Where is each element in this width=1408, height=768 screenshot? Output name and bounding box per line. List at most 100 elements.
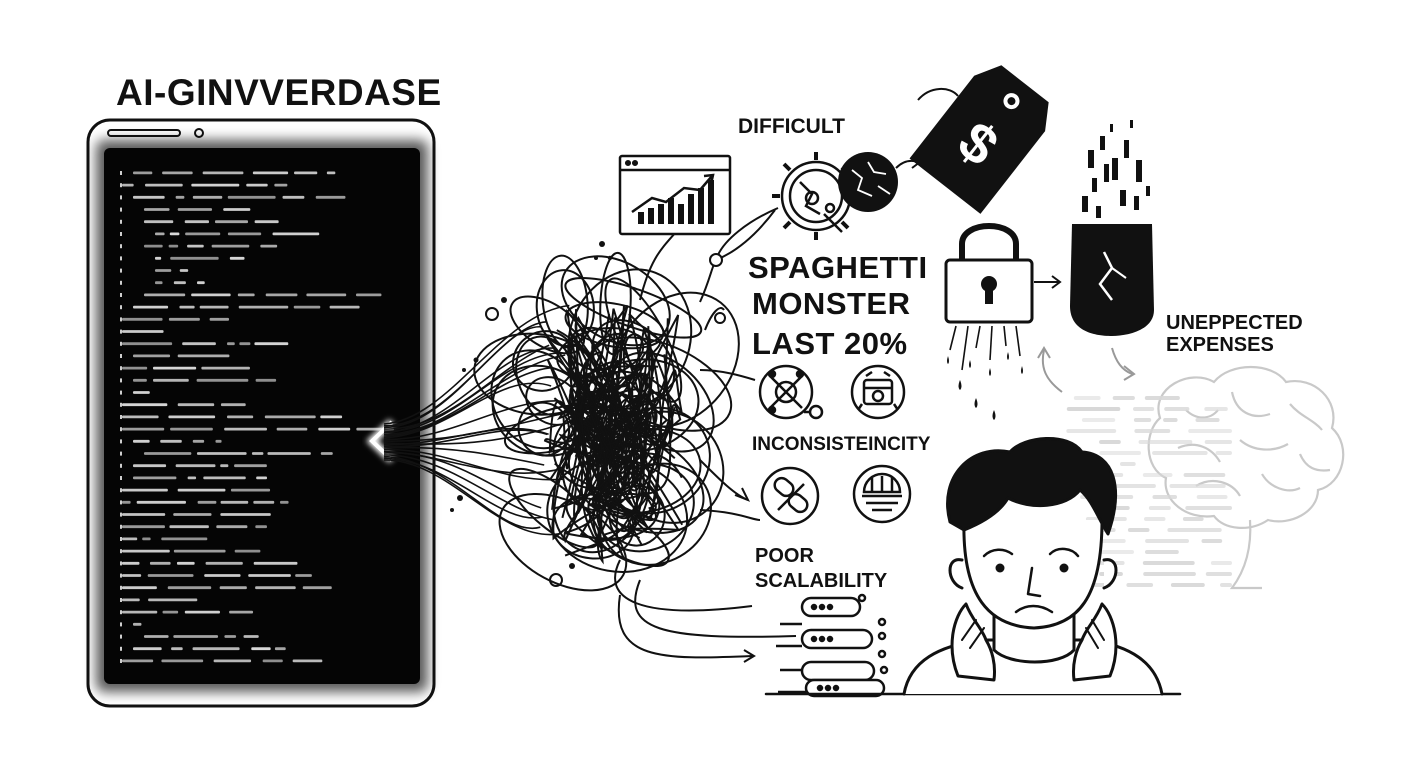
code-token	[122, 500, 131, 504]
code-token	[122, 488, 168, 492]
curved-arrows	[1037, 346, 1136, 393]
code-token	[252, 171, 289, 175]
code-token	[280, 500, 289, 504]
code-gutter-mark	[120, 622, 122, 627]
code-token	[153, 378, 189, 382]
code-token	[253, 500, 275, 504]
code-stream-line	[383, 457, 543, 519]
particles	[450, 241, 726, 587]
code-token	[192, 439, 205, 443]
speed-line	[1144, 396, 1180, 400]
speed-line	[1133, 418, 1152, 422]
disconnected-nodes-icon	[758, 364, 824, 420]
expenses-label-line: EXPENSES	[1166, 334, 1274, 357]
code-token	[162, 171, 193, 175]
code-stream-line	[383, 427, 549, 446]
broken-link-icon	[760, 466, 820, 526]
code-token	[122, 415, 159, 419]
code-gutter-mark	[120, 171, 122, 175]
speed-line	[1073, 396, 1101, 400]
speed-line	[1201, 539, 1223, 543]
code-token	[199, 305, 229, 309]
speed-line	[1115, 484, 1156, 488]
code-token	[144, 452, 192, 455]
speed-line	[1120, 462, 1136, 466]
code-token	[191, 183, 240, 187]
speed-line	[1152, 451, 1208, 455]
code-gutter-mark	[120, 219, 122, 224]
difficult-label: DIFFICULT	[738, 115, 845, 138]
code-token	[133, 476, 177, 480]
code-gutter-mark	[120, 610, 122, 615]
code-token	[253, 561, 298, 565]
code-gutter-mark	[120, 561, 122, 566]
code-gutter-mark	[120, 427, 122, 432]
code-gutter-mark	[120, 512, 122, 517]
code-gutter-mark	[120, 317, 122, 322]
unexpected-expenses-label: UNEPPECTED EXPENSES	[1166, 312, 1303, 357]
speed-line	[1099, 440, 1121, 444]
brain-icon	[1147, 365, 1345, 590]
code-token	[133, 622, 142, 626]
code-token	[267, 452, 311, 455]
code-gutter-mark	[120, 415, 122, 419]
code-token	[160, 439, 182, 443]
dollar-price-tag-icon: $	[909, 65, 1049, 214]
code-token	[197, 281, 205, 285]
code-token	[196, 452, 247, 455]
code-token	[171, 647, 183, 651]
code-token	[223, 208, 251, 211]
code-token	[292, 659, 323, 663]
spaghetti-label: SPAGHETTI	[748, 250, 928, 285]
speed-line	[1134, 429, 1171, 433]
code-token	[234, 464, 267, 468]
code-gutter-mark	[120, 573, 122, 578]
code-token	[182, 342, 216, 346]
code-token	[209, 317, 230, 321]
speed-line	[1188, 429, 1232, 433]
code-token	[211, 244, 250, 248]
speed-line	[1138, 440, 1193, 444]
code-gutter-mark	[120, 439, 122, 444]
code-token	[203, 476, 246, 480]
code-token	[177, 488, 226, 492]
speed-line	[1126, 583, 1154, 587]
growth-chart-window-icon	[618, 154, 732, 236]
server-stack-icon	[776, 593, 889, 698]
code-token	[227, 232, 262, 236]
code-token	[133, 195, 165, 199]
speed-line	[1163, 418, 1178, 422]
code-token	[204, 574, 241, 577]
code-token	[215, 220, 248, 224]
code-stream-line	[383, 366, 553, 437]
code-gutter-mark	[120, 488, 122, 493]
code-token	[147, 574, 194, 577]
speed-line	[1215, 451, 1232, 455]
padlock-icon	[944, 223, 1034, 420]
noodle-loop	[541, 254, 589, 349]
code-token	[167, 586, 212, 590]
code-token	[170, 256, 219, 260]
speed-line	[1066, 407, 1121, 411]
speed-line	[1185, 506, 1232, 510]
code-token	[265, 293, 298, 297]
code-token	[227, 342, 235, 346]
code-token	[238, 305, 289, 309]
code-lines	[120, 171, 394, 663]
code-token	[356, 293, 382, 297]
code-token	[255, 586, 296, 590]
code-token	[302, 586, 332, 590]
code-token	[122, 561, 140, 565]
code-token	[144, 244, 163, 248]
code-gutter-mark	[120, 463, 122, 468]
last-percent-label: LAST 20%	[752, 326, 908, 361]
code-token	[177, 354, 230, 358]
code-token	[224, 427, 267, 431]
code-stream-line	[383, 448, 563, 481]
code-token	[144, 220, 174, 224]
code-gutter-mark	[120, 476, 122, 480]
code-stream-line	[383, 446, 545, 466]
speed-line	[1066, 429, 1117, 433]
code-token	[122, 610, 158, 614]
noodle-strand	[556, 370, 649, 541]
